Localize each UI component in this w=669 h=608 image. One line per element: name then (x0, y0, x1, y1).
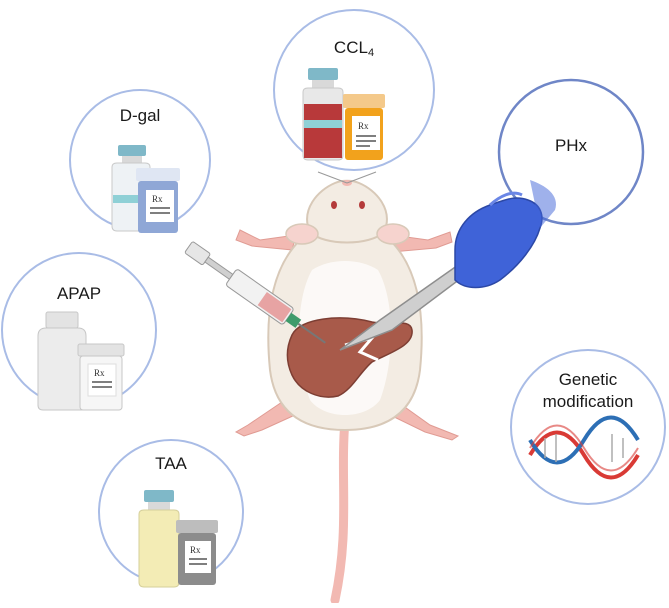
phx-label: PHx (554, 136, 588, 155)
syringe-icon (184, 241, 326, 344)
apap-rx-text: Rx (94, 368, 105, 378)
genetic-label-line2: modification (542, 392, 634, 411)
genetic-circle (510, 349, 666, 505)
taa-label: TAA (155, 454, 187, 473)
taa-pill-bottle-icon (176, 520, 218, 585)
taa-rx-text: Rx (190, 545, 201, 555)
dna-helix-icon (528, 415, 640, 480)
phx-circle (497, 78, 645, 226)
dgal-rx-text: Rx (152, 194, 163, 204)
dgal-pill-bottle-icon (136, 168, 180, 233)
dgal-label: D-gal (119, 106, 161, 125)
apap-label: APAP (56, 284, 102, 303)
genetic-label-line1: Genetic (558, 370, 618, 389)
apap-pill-bottle-icon (37, 311, 87, 411)
taa-vial-icon (138, 490, 180, 588)
ccl4-label: CCL4 (314, 38, 394, 59)
ccl4-label-sub: 4 (367, 47, 375, 59)
ccl4-vial-icon (302, 68, 344, 161)
ccl4-circle (273, 9, 435, 171)
ccl4-rx-text: Rx (358, 121, 369, 131)
apap-rx-bottle-icon (77, 343, 125, 411)
ccl4-pill-bottle-icon (343, 94, 385, 160)
glove-icon (454, 180, 556, 289)
ccl4-label-main: CCL (333, 38, 368, 57)
